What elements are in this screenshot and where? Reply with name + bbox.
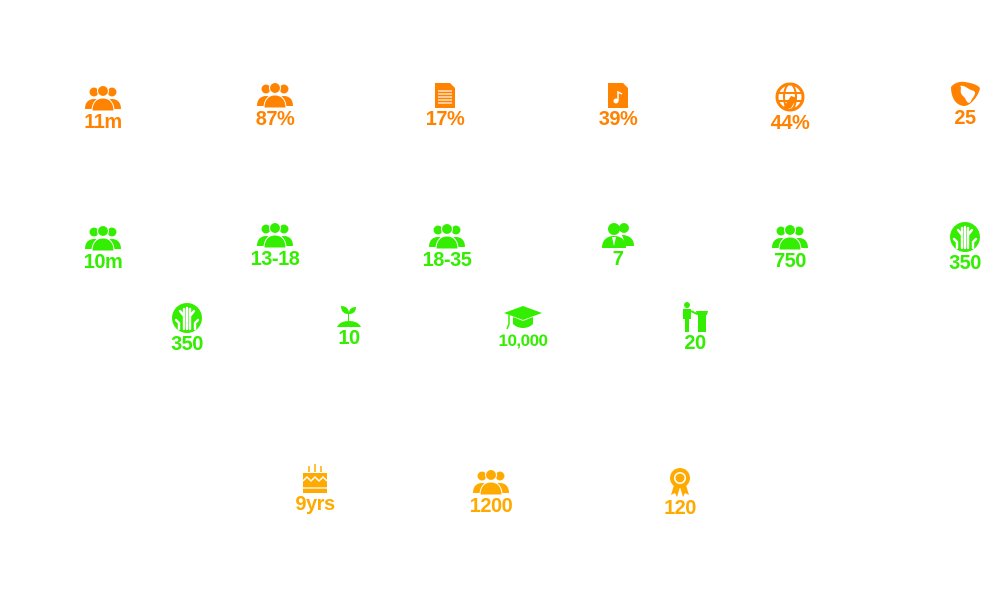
stat-value: 1200: [469, 495, 513, 517]
globe-icon: [730, 82, 850, 112]
stat-value: 20: [684, 332, 706, 354]
birthday-cake-icon: [255, 463, 375, 493]
stat-item: 750: [730, 224, 850, 272]
stat-value: 44%: [770, 112, 810, 134]
stat-item: 18-35: [387, 223, 507, 271]
stat-value: 10,000: [498, 331, 549, 350]
stat-value: 10: [338, 327, 360, 349]
stat-item: 9yrs: [255, 463, 375, 515]
stat-value: 25: [954, 107, 976, 129]
raised-hands-icon: [127, 303, 247, 333]
group-icon: [431, 469, 551, 495]
stat-item: 350: [905, 222, 1000, 274]
stat-item: 10m: [43, 225, 163, 273]
document-icon: [385, 83, 505, 108]
group-icon: [387, 223, 507, 249]
stat-value: 39%: [598, 108, 638, 130]
two-people-icon: [558, 222, 678, 248]
stat-value: 9yrs: [295, 493, 335, 515]
stat-item: 350: [127, 303, 247, 355]
group-icon: [215, 82, 335, 108]
stat-value: 350: [949, 252, 981, 274]
stat-item: 10,000: [463, 304, 583, 352]
stat-value: 10m: [83, 251, 123, 273]
group-icon: [43, 225, 163, 251]
stat-value: 17%: [425, 108, 465, 130]
stat-value: 120: [664, 497, 696, 519]
seedling-icon: [289, 305, 409, 327]
speaker-podium-icon: [635, 302, 755, 332]
group-icon: [215, 222, 335, 248]
stat-value: 350: [171, 333, 203, 355]
stat-item: 39%: [558, 83, 678, 130]
stat-item: 10: [289, 305, 409, 349]
music-file-icon: [558, 83, 678, 108]
africa-icon: [905, 81, 1000, 107]
group-icon: [730, 224, 850, 250]
stat-value: 13-18: [250, 248, 300, 270]
raised-hands-icon: [905, 222, 1000, 252]
award-ribbon-icon: [620, 467, 740, 497]
stat-item: 25: [905, 81, 1000, 129]
stat-item: 1200: [431, 469, 551, 517]
stat-item: 120: [620, 467, 740, 519]
stat-value: 7: [612, 248, 624, 270]
stat-value: 750: [774, 250, 806, 272]
stat-item: 17%: [385, 83, 505, 130]
graduation-cap-icon: [463, 304, 583, 330]
stat-item: 87%: [215, 82, 335, 130]
stat-item: 11m: [43, 85, 163, 133]
stat-value: 87%: [255, 108, 295, 130]
stat-value: 11m: [84, 111, 122, 133]
stat-item: 13-18: [215, 222, 335, 270]
stat-item: 7: [558, 222, 678, 270]
stat-item: 44%: [730, 82, 850, 134]
group-icon: [43, 85, 163, 111]
stat-item: 20: [635, 302, 755, 354]
stat-value: 18-35: [422, 249, 472, 271]
